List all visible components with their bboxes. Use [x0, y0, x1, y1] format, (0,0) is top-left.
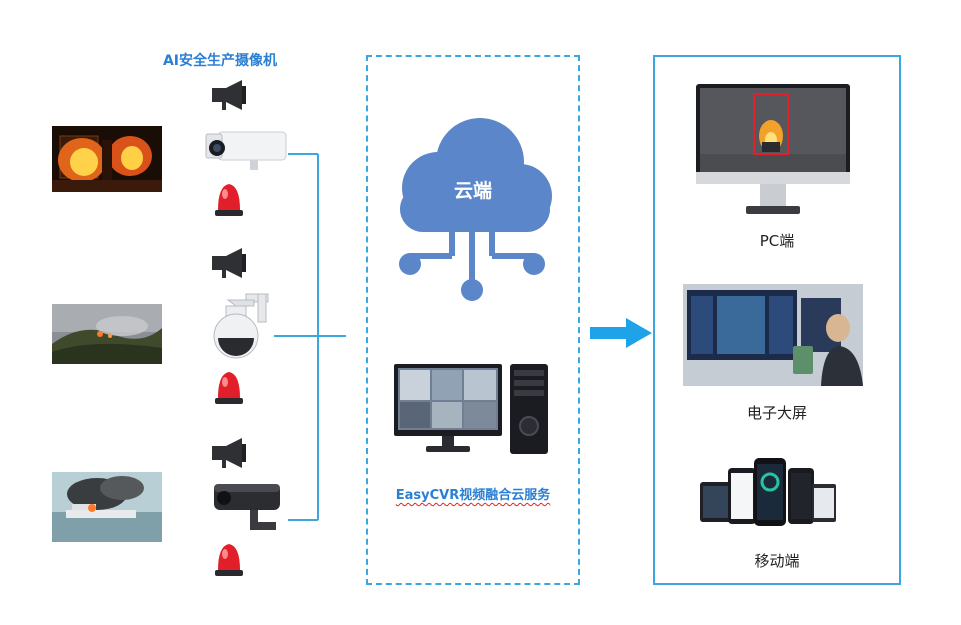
alarm-light-icon [215, 372, 243, 404]
speaker-icon [212, 248, 246, 278]
service-label: EasyCVR视频融合云服务 [395, 488, 551, 503]
forest-fire-scene-image [52, 304, 162, 364]
arrow-right-icon [590, 318, 652, 348]
cloud-label: 云端 [453, 180, 492, 202]
pc-terminal-label: PC端 [759, 232, 795, 250]
mobile-devices-image [700, 458, 836, 526]
alarm-light-icon [215, 544, 243, 576]
ship-fire-scene-image [52, 472, 162, 542]
speaker-icon [212, 438, 246, 468]
terminals-box [653, 55, 901, 585]
big-screen-terminal-label: 电子大屏 [746, 404, 807, 422]
dome-camera-icon [213, 293, 269, 359]
cloud-icon [399, 118, 552, 301]
workstation-icon [394, 364, 548, 454]
fire-scene-image [52, 126, 162, 192]
cloud-service-box [366, 55, 580, 585]
box-camera-icon [214, 484, 280, 530]
speaker-icon [212, 80, 246, 110]
monitor-icon [696, 84, 850, 214]
camera-section-title: AI安全生产摄像机 [162, 53, 278, 69]
mobile-terminal-label: 移动端 [754, 552, 800, 570]
big-screen-image [683, 284, 863, 386]
alarm-light-icon [215, 184, 243, 216]
bullet-camera-icon [205, 131, 287, 170]
